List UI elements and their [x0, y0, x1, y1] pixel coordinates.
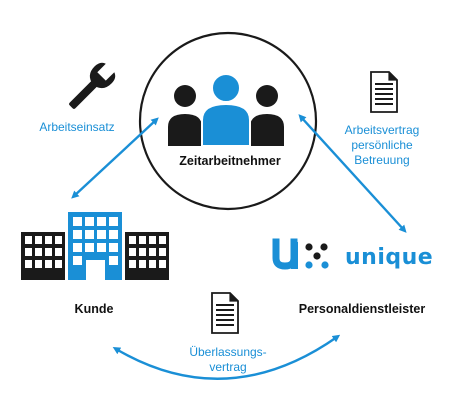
wrench-icon	[69, 62, 116, 109]
node-label-personaldienstleister: Personaldienstleister	[298, 302, 426, 316]
arrow-left-right	[112, 334, 341, 380]
edge-label-ueberlassungsvertrag: Überlassungs- vertrag	[168, 345, 288, 375]
edge-label-arbeitsvertrag: Arbeitsvertrag persönliche Betreuung	[322, 123, 442, 168]
arrow-center-right	[298, 114, 407, 233]
brand-name-unique: unique	[345, 245, 434, 270]
edge-label-line: vertrag	[209, 360, 247, 374]
buildings-icon	[21, 212, 169, 280]
node-label-zeitarbeitnehmer: Zeitarbeitnehmer	[179, 154, 281, 168]
arrow-center-left	[71, 117, 159, 199]
edge-label-line: Betreuung	[354, 153, 410, 167]
edge-label-line: Arbeitsvertrag	[344, 123, 420, 137]
edge-label-arbeitseinsatz: Arbeitseinsatz	[22, 120, 132, 135]
people-group-icon	[168, 73, 284, 147]
edge-label-line: persönliche	[351, 138, 413, 152]
node-label-kunde: Kunde	[74, 302, 114, 316]
document-icon	[370, 71, 398, 113]
edge-label-line: Überlassungs-	[189, 345, 267, 359]
unique-logo-icon	[272, 238, 329, 270]
document-icon	[211, 292, 239, 334]
edge-label-text: Arbeitseinsatz	[39, 120, 115, 134]
